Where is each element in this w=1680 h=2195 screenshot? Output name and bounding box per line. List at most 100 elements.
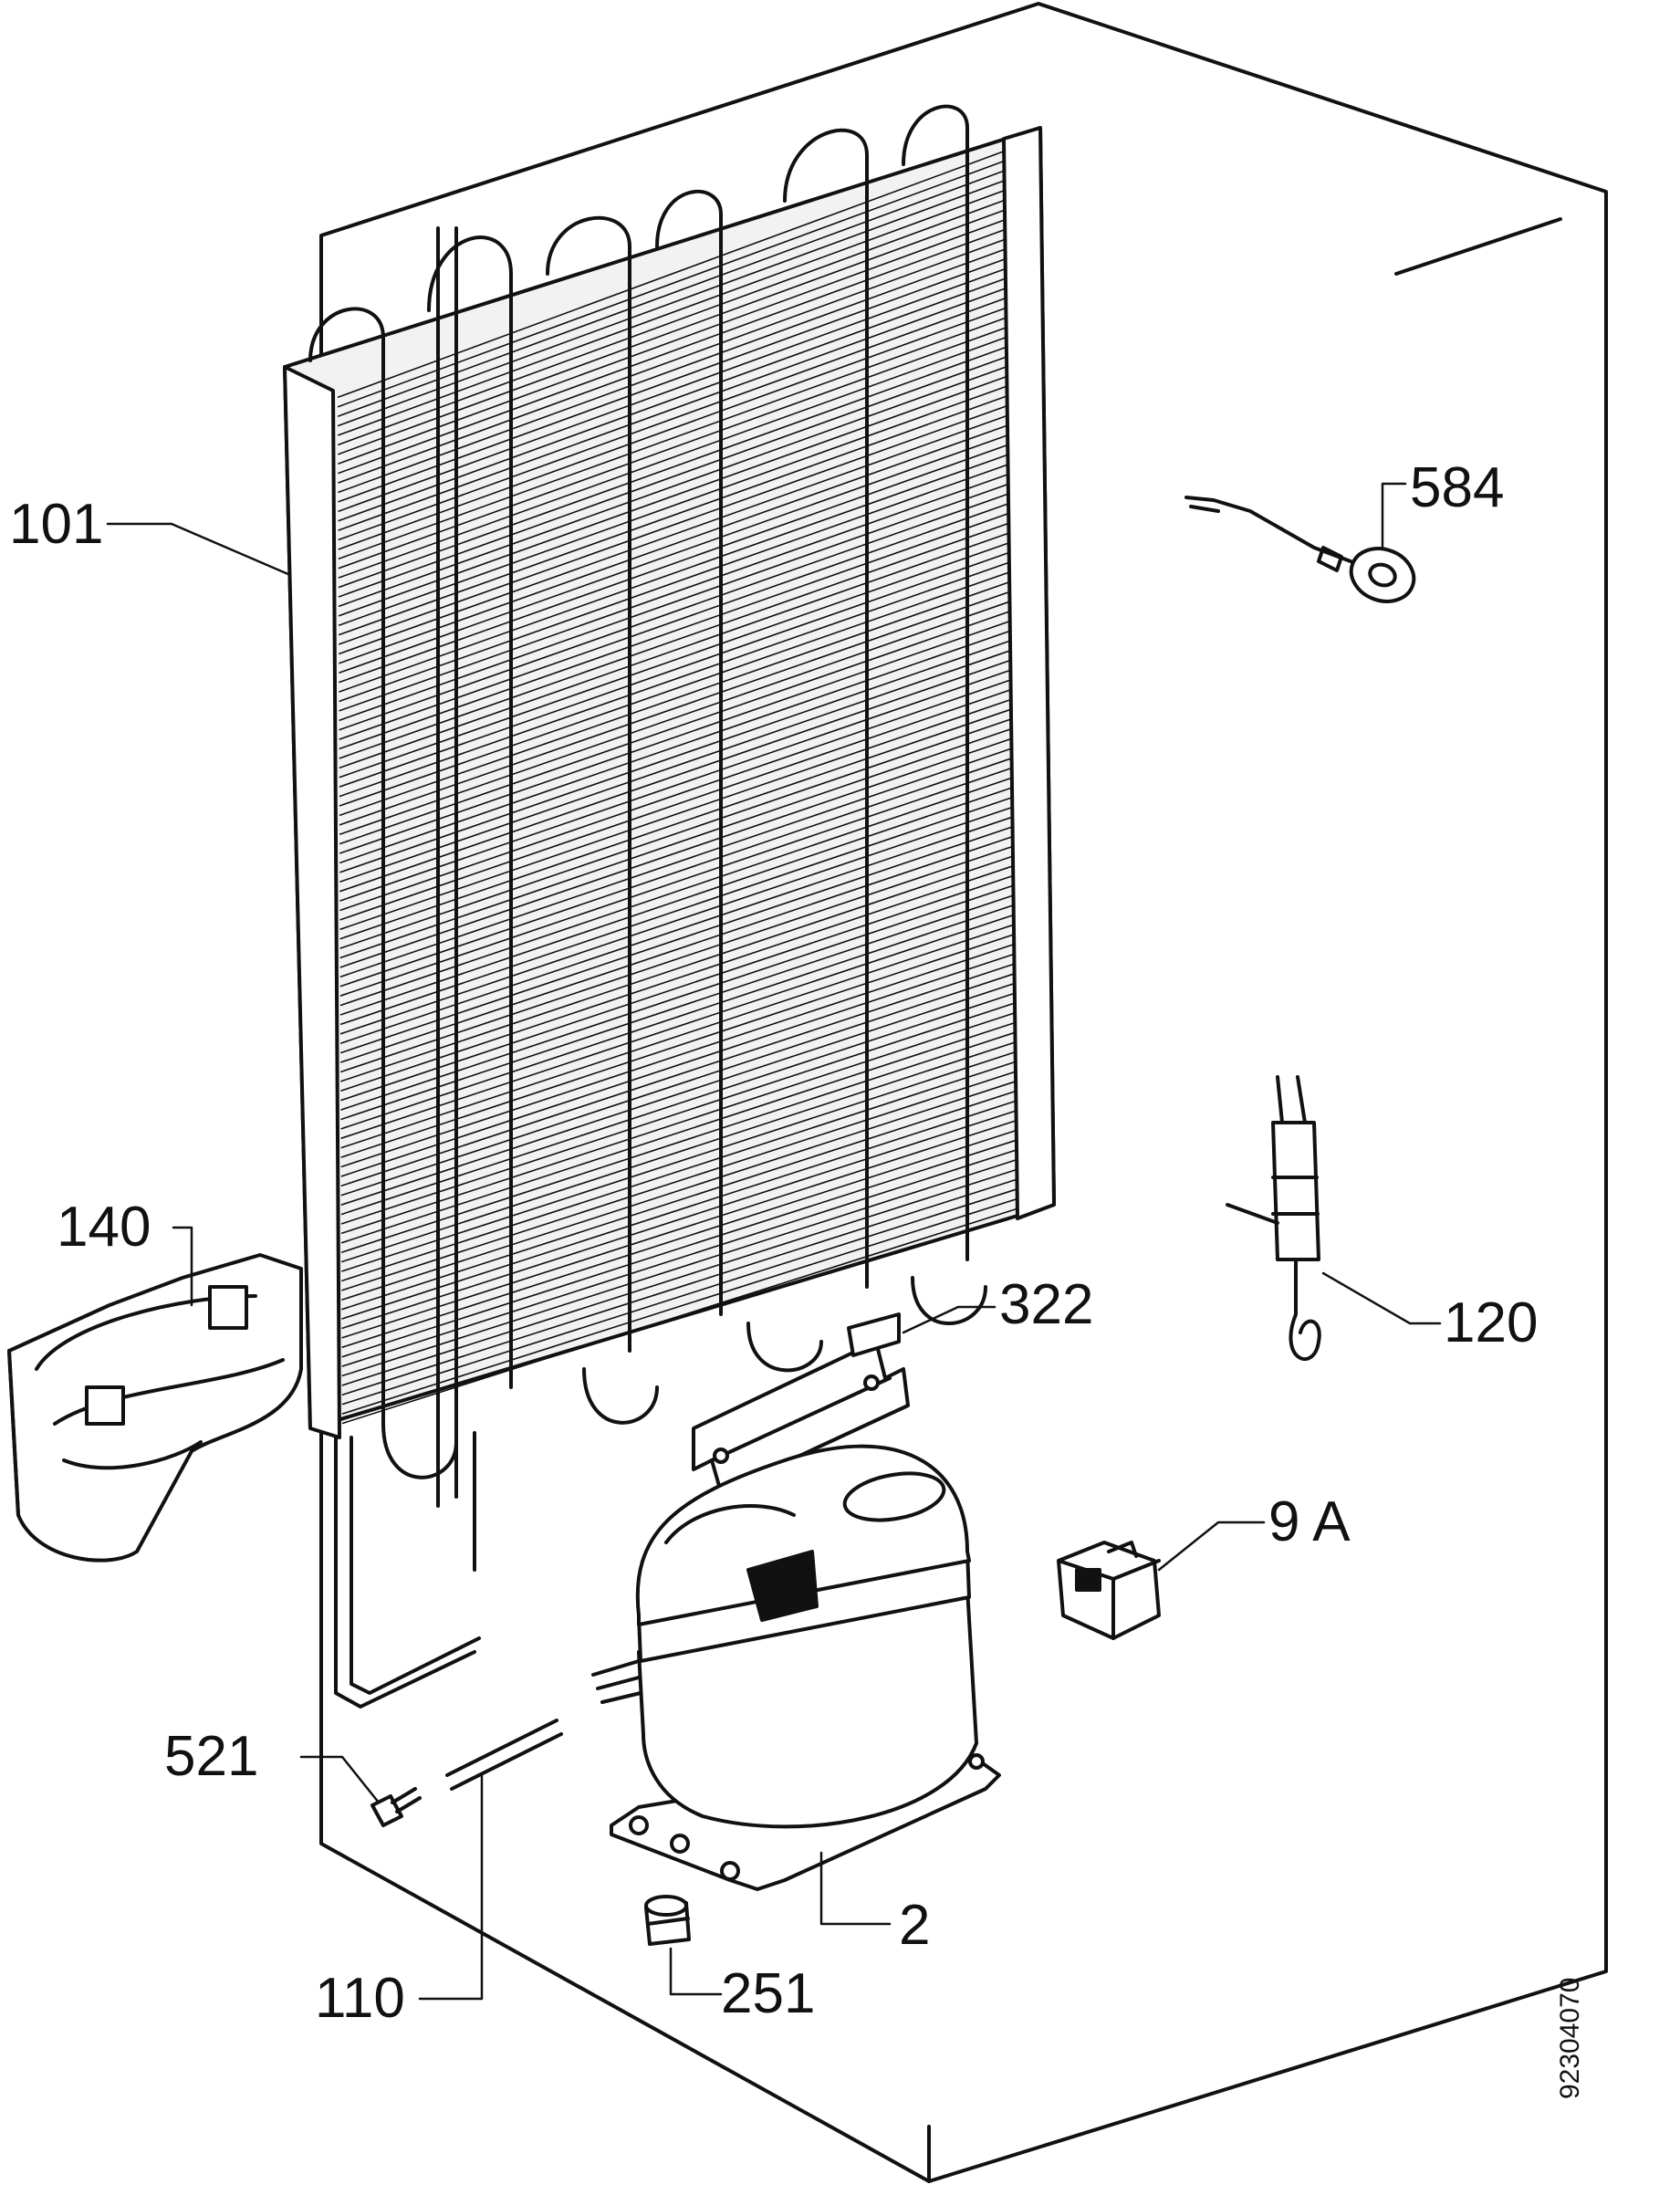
grille-line — [339, 688, 1011, 921]
grille-line — [341, 1061, 1017, 1282]
grille-line — [338, 317, 1007, 560]
grille-line — [339, 591, 1010, 826]
grille-line — [337, 160, 1005, 408]
grille-line — [339, 758, 1012, 988]
grille-line — [339, 551, 1009, 788]
grille-line — [337, 189, 1005, 436]
grille-line — [340, 943, 1015, 1168]
grille-line — [340, 953, 1015, 1177]
sensor-ring — [1184, 496, 1416, 603]
grille-line — [341, 1129, 1017, 1349]
grille-line — [339, 561, 1010, 798]
grille-line — [339, 650, 1011, 883]
grille-line — [341, 1139, 1017, 1358]
grille-line — [339, 787, 1013, 1016]
grille-line — [339, 473, 1008, 712]
condenser — [283, 104, 1056, 1572]
grille-line — [341, 1149, 1017, 1367]
grille-line — [339, 835, 1013, 1063]
callout-9a: 9 A — [1268, 1490, 1351, 1553]
grille-line — [341, 1119, 1017, 1339]
grille-line — [340, 973, 1015, 1197]
grille-line — [340, 845, 1014, 1073]
grille-line — [339, 611, 1010, 845]
grille-line — [341, 1100, 1017, 1320]
grille-line — [341, 1081, 1017, 1301]
grille-line — [337, 170, 1005, 417]
grille-line — [339, 542, 1009, 779]
drip-tray — [7, 1253, 303, 1563]
grille-line — [339, 424, 1008, 664]
grille-line — [339, 493, 1009, 731]
grille-line — [339, 767, 1012, 997]
grille-line — [340, 884, 1014, 1111]
document-number: 92304070 — [1555, 1978, 1585, 2099]
grille-line — [340, 904, 1014, 1130]
compressor — [591, 1444, 1001, 1891]
grille-line — [338, 336, 1007, 579]
grille-line — [339, 698, 1012, 931]
grille-line — [340, 1011, 1016, 1235]
grille-line — [339, 464, 1008, 703]
grille-line — [340, 1041, 1016, 1263]
grille-line — [338, 267, 1007, 513]
grille-line — [339, 620, 1010, 854]
grille-line — [339, 532, 1009, 769]
bracket — [692, 1312, 910, 1494]
grille-line — [339, 659, 1011, 893]
grille-line — [340, 874, 1014, 1102]
grille-line — [339, 796, 1013, 1026]
grille-line — [339, 434, 1008, 674]
grille-line — [339, 777, 1013, 1007]
grille-line — [338, 238, 1006, 484]
grille-line — [339, 806, 1013, 1035]
grille-line — [340, 855, 1014, 1082]
grille-line — [339, 503, 1009, 740]
condenser-grille — [337, 150, 1018, 1425]
grille-line — [341, 1071, 1017, 1291]
drier-filter — [1226, 1075, 1321, 1361]
grille-line — [339, 414, 1008, 655]
grille-line — [339, 444, 1008, 684]
grille-line — [338, 307, 1007, 550]
grille-line — [338, 395, 1007, 636]
grille-line — [338, 385, 1007, 626]
grille-line — [339, 571, 1010, 807]
callout-251: 251 — [721, 1962, 815, 2025]
grille-line — [340, 1021, 1016, 1244]
grille-line — [339, 669, 1011, 902]
grille-line — [339, 737, 1012, 968]
grille-line — [339, 718, 1012, 949]
grille-line — [338, 346, 1007, 589]
grille-line — [339, 727, 1012, 959]
grille-line — [340, 924, 1015, 1149]
grille-line — [339, 522, 1009, 759]
grille-line — [339, 512, 1009, 750]
grille-line — [339, 601, 1010, 835]
grille-line — [338, 277, 1007, 522]
pipes — [334, 1436, 563, 1791]
grille-line — [340, 963, 1015, 1187]
callout-322: 322 — [999, 1273, 1093, 1336]
grille-line — [340, 982, 1015, 1206]
grille-line — [340, 865, 1014, 1092]
grille-line — [337, 199, 1006, 446]
grille-line — [339, 580, 1010, 817]
grille-line — [338, 257, 1006, 503]
grille-line — [337, 180, 1005, 427]
callout-2: 2 — [899, 1894, 930, 1957]
grille-line — [339, 454, 1008, 693]
grommet — [644, 1895, 691, 1946]
grille-line — [337, 150, 1005, 399]
grille-line — [339, 483, 1009, 722]
grille-line — [339, 679, 1011, 912]
grille-line — [339, 708, 1012, 940]
grille-line — [338, 219, 1006, 465]
grille-line — [338, 248, 1006, 494]
grille-line — [338, 375, 1007, 617]
grille-line — [338, 404, 1007, 645]
grille-line — [341, 1110, 1017, 1330]
callout-584: 584 — [1410, 456, 1504, 519]
grille-line — [338, 287, 1007, 531]
